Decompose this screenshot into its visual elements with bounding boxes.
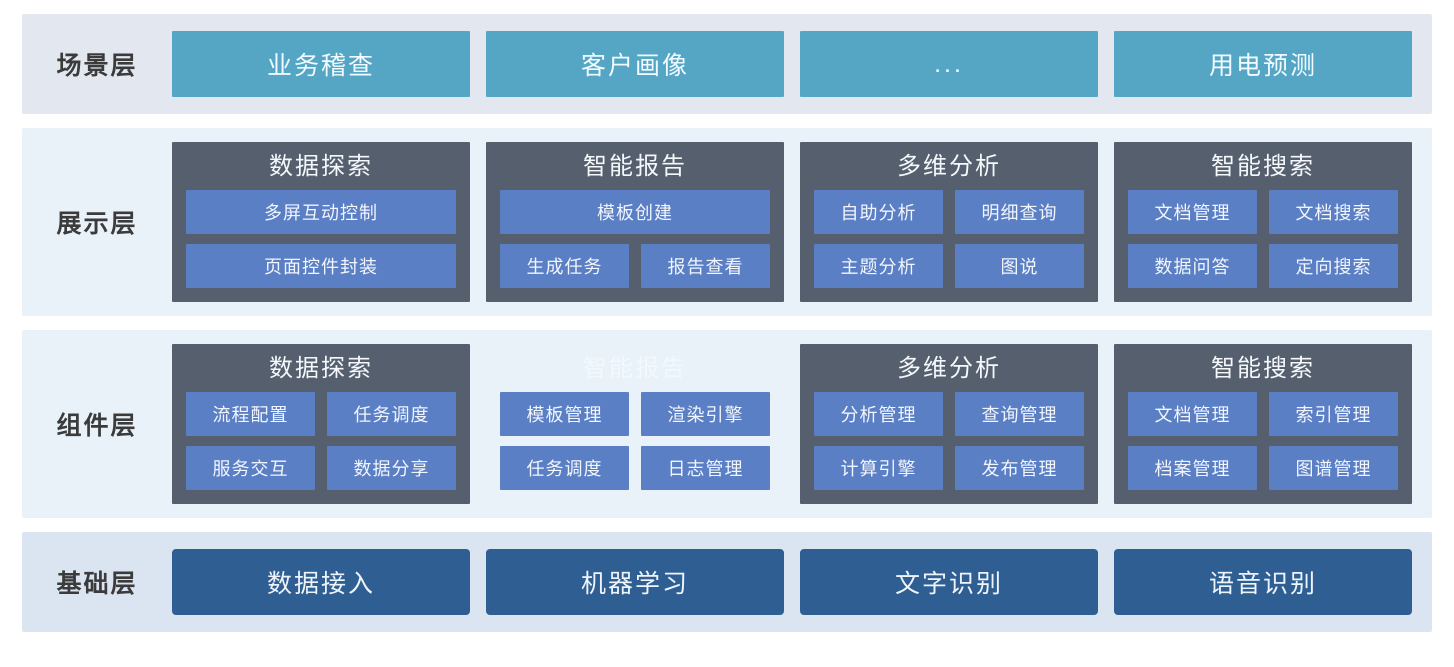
tile-row: 数据问答 定向搜索	[1128, 244, 1398, 289]
tile-row: 流程配置 任务调度	[186, 392, 456, 437]
tile-data-qa[interactable]: 数据问答	[1128, 244, 1257, 289]
tile-row: 模板管理 渲染引擎	[500, 392, 770, 437]
layer-row-component: 组件层 数据探索 流程配置 任务调度 服务交互 数据分享 智能报告	[22, 330, 1432, 518]
group-card-component-smart-report[interactable]: 智能报告 模板管理 渲染引擎 任务调度 日志管理	[486, 344, 784, 504]
tile-grid: 多屏互动控制 页面控件封装	[186, 190, 456, 289]
tile-detail-query[interactable]: 明细查询	[955, 190, 1084, 235]
tile-document-management[interactable]: 文档管理	[1128, 392, 1257, 437]
layer-row-presentation: 展示层 数据探索 多屏互动控制 页面控件封装 智能报告 模板创建	[22, 128, 1432, 316]
tile-multi-screen-control[interactable]: 多屏互动控制	[186, 190, 456, 235]
base-card-machine-learning[interactable]: 机器学习	[486, 549, 784, 615]
tile-row: 文档管理 索引管理	[1128, 392, 1398, 437]
tile-grid: 文档管理 文档搜索 数据问答 定向搜索	[1128, 190, 1398, 289]
group-title: 智能报告	[583, 153, 687, 180]
tile-row: 文档管理 文档搜索	[1128, 190, 1398, 235]
tile-render-engine[interactable]: 渲染引擎	[641, 392, 770, 437]
tile-page-widget-packaging[interactable]: 页面控件封装	[186, 244, 456, 289]
layer-row-base: 基础层 数据接入 机器学习 文字识别 语音识别	[22, 532, 1432, 632]
tile-template-management[interactable]: 模板管理	[500, 392, 629, 437]
scene-card-customer-profile[interactable]: 客户画像	[486, 31, 784, 97]
group-title: 多维分析	[897, 153, 1001, 180]
tile-data-sharing[interactable]: 数据分享	[327, 446, 456, 491]
tile-document-management[interactable]: 文档管理	[1128, 190, 1257, 235]
layer-body-base: 数据接入 机器学习 文字识别 语音识别	[172, 549, 1412, 615]
tile-query-management[interactable]: 查询管理	[955, 392, 1084, 437]
tile-template-create[interactable]: 模板创建	[500, 190, 770, 235]
tile-row: 任务调度 日志管理	[500, 446, 770, 491]
group-title: 智能搜索	[1211, 355, 1315, 382]
tile-row: 分析管理 查询管理	[814, 392, 1084, 437]
group-title: 数据探索	[269, 153, 373, 180]
layer-row-scene: 场景层 业务稽查 客户画像 ... 用电预测	[22, 14, 1432, 114]
layer-label-scene: 场景层	[56, 52, 138, 80]
tile-row: 服务交互 数据分享	[186, 446, 456, 491]
group-title: 多维分析	[897, 355, 1001, 382]
layer-body-component: 数据探索 流程配置 任务调度 服务交互 数据分享 智能报告 模板管理	[172, 344, 1412, 504]
tile-row: 自助分析 明细查询	[814, 190, 1084, 235]
tile-flow-config[interactable]: 流程配置	[186, 392, 315, 437]
tile-task-scheduling[interactable]: 任务调度	[500, 446, 629, 491]
tile-row: 主题分析 图说	[814, 244, 1084, 289]
scene-card-more[interactable]: ...	[800, 31, 1098, 97]
tile-service-interaction[interactable]: 服务交互	[186, 446, 315, 491]
group-card-presentation-smart-search[interactable]: 智能搜索 文档管理 文档搜索 数据问答 定向搜索	[1114, 142, 1412, 302]
tile-grid: 自助分析 明细查询 主题分析 图说	[814, 190, 1084, 289]
tile-generate-task[interactable]: 生成任务	[500, 244, 629, 289]
group-title: 数据探索	[269, 355, 373, 382]
tile-row: 档案管理 图谱管理	[1128, 446, 1398, 491]
tile-row: 生成任务 报告查看	[500, 244, 770, 289]
tile-targeted-search[interactable]: 定向搜索	[1269, 244, 1398, 289]
base-card-speech-recognition[interactable]: 语音识别	[1114, 549, 1412, 615]
group-card-component-data-exploration[interactable]: 数据探索 流程配置 任务调度 服务交互 数据分享	[172, 344, 470, 504]
group-card-presentation-data-exploration[interactable]: 数据探索 多屏互动控制 页面控件封装	[172, 142, 470, 302]
tile-grid: 流程配置 任务调度 服务交互 数据分享	[186, 392, 456, 491]
group-card-component-smart-search[interactable]: 智能搜索 文档管理 索引管理 档案管理 图谱管理	[1114, 344, 1412, 504]
tile-grid: 文档管理 索引管理 档案管理 图谱管理	[1128, 392, 1398, 491]
group-card-presentation-multidim-analysis[interactable]: 多维分析 自助分析 明细查询 主题分析 图说	[800, 142, 1098, 302]
tile-row: 页面控件封装	[186, 244, 456, 289]
layer-label-presentation: 展示层	[56, 210, 138, 238]
base-card-text-recognition[interactable]: 文字识别	[800, 549, 1098, 615]
tile-compute-engine[interactable]: 计算引擎	[814, 446, 943, 491]
tile-task-scheduling[interactable]: 任务调度	[327, 392, 456, 437]
layer-body-scene: 业务稽查 客户画像 ... 用电预测	[172, 31, 1412, 97]
tile-document-search[interactable]: 文档搜索	[1269, 190, 1398, 235]
tile-grid: 模板创建 生成任务 报告查看	[500, 190, 770, 289]
tile-row: 多屏互动控制	[186, 190, 456, 235]
tile-index-management[interactable]: 索引管理	[1269, 392, 1398, 437]
layer-body-presentation: 数据探索 多屏互动控制 页面控件封装 智能报告 模板创建	[172, 142, 1412, 302]
group-card-presentation-smart-report[interactable]: 智能报告 模板创建 生成任务 报告查看	[486, 142, 784, 302]
tile-self-service-analysis[interactable]: 自助分析	[814, 190, 943, 235]
group-title: 智能报告	[583, 355, 687, 382]
tile-publish-management[interactable]: 发布管理	[955, 446, 1084, 491]
base-card-data-ingestion[interactable]: 数据接入	[172, 549, 470, 615]
tile-archive-management[interactable]: 档案管理	[1128, 446, 1257, 491]
group-title: 智能搜索	[1211, 153, 1315, 180]
tile-grid: 模板管理 渲染引擎 任务调度 日志管理	[500, 392, 770, 491]
scene-card-power-forecast[interactable]: 用电预测	[1114, 31, 1412, 97]
tile-report-view[interactable]: 报告查看	[641, 244, 770, 289]
tile-chart-narrative[interactable]: 图说	[955, 244, 1084, 289]
layer-label-component: 组件层	[56, 412, 138, 440]
tile-topic-analysis[interactable]: 主题分析	[814, 244, 943, 289]
tile-row: 模板创建	[500, 190, 770, 235]
tile-knowledge-graph-management[interactable]: 图谱管理	[1269, 446, 1398, 491]
tile-log-management[interactable]: 日志管理	[641, 446, 770, 491]
scene-card-business-audit[interactable]: 业务稽查	[172, 31, 470, 97]
tile-analysis-management[interactable]: 分析管理	[814, 392, 943, 437]
group-card-component-multidim-analysis[interactable]: 多维分析 分析管理 查询管理 计算引擎 发布管理	[800, 344, 1098, 504]
tile-row: 计算引擎 发布管理	[814, 446, 1084, 491]
tile-grid: 分析管理 查询管理 计算引擎 发布管理	[814, 392, 1084, 491]
layer-label-base: 基础层	[56, 570, 138, 598]
